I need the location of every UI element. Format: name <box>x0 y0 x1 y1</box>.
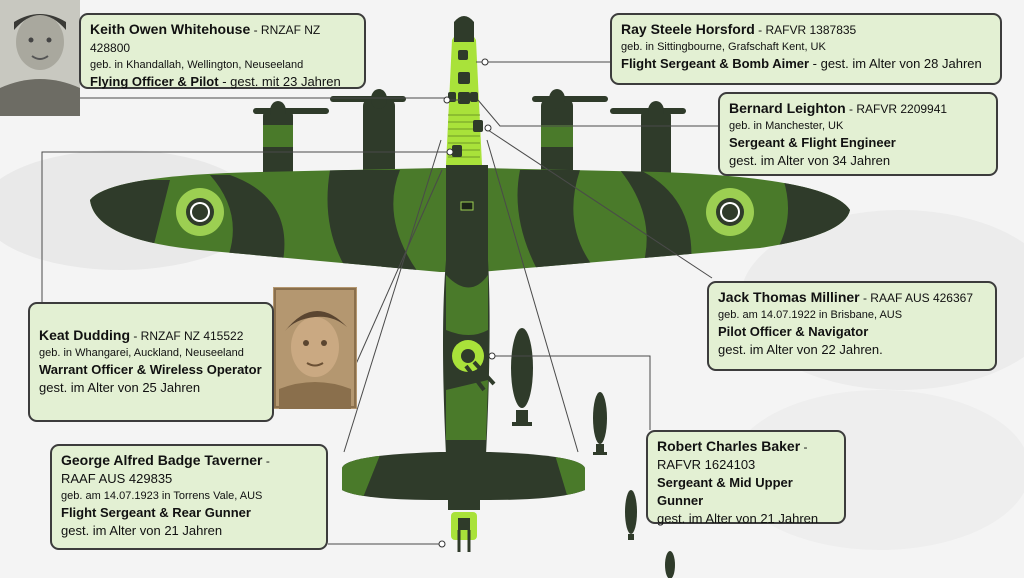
crew-service-number: - RAAF AUS 426367 <box>859 291 973 305</box>
falling-bombs <box>511 328 675 578</box>
crew-name: Keith Owen Whitehouse <box>90 21 251 37</box>
tailplane <box>342 452 585 510</box>
crew-role: Sergeant & Mid Upper Gunner <box>657 475 793 508</box>
crew-name: Robert Charles Baker <box>657 438 801 454</box>
crew-name: George Alfred Badge Taverner <box>61 452 263 468</box>
crew-card-taverner: George Alfred Badge Taverner - RAAF AUS … <box>50 444 328 550</box>
crew-service-number: - RAFVR 2209941 <box>845 102 948 116</box>
crew-card-whitehouse: Keith Owen Whitehouse - RNZAF NZ 428800 … <box>79 13 366 89</box>
rear-turret <box>451 512 477 552</box>
crew-origin: geb. in Manchester, UK <box>729 120 844 132</box>
crew-card-dudding: Keat Dudding - RNZAF NZ 415522 geb. in W… <box>28 302 274 422</box>
portrait-photo-dudding <box>273 287 357 409</box>
crew-name: Jack Thomas Milliner <box>718 289 860 305</box>
crew-origin: geb. in Whangarei, Auckland, Neuseeland <box>39 347 244 359</box>
crew-card-baker: Robert Charles Baker - RAFVR 1624103 Ser… <box>646 430 846 526</box>
crew-service-number: - RNZAF NZ 415522 <box>130 329 244 343</box>
crew-death-age: gest. im Alter von 21 Jahren <box>61 523 223 538</box>
crew-service-number: RAAF AUS 429835 <box>61 471 173 486</box>
crew-death-age: - gest. im Alter von 28 Jahren <box>809 56 982 71</box>
crew-role: Pilot Officer & Navigator <box>718 324 869 339</box>
crew-card-milliner: Jack Thomas Milliner - RAAF AUS 426367 g… <box>707 281 997 371</box>
crew-origin: geb. in Sittingbourne, Grafschaft Kent, … <box>621 41 826 53</box>
crew-role: Warrant Officer & Wireless Operator <box>39 362 262 377</box>
crew-death-age: gest. im Alter von 34 Jahren <box>729 153 891 168</box>
crew-role: Sergeant & Flight Engineer <box>729 135 896 150</box>
crew-role: Flight Sergeant & Rear Gunner <box>61 505 251 520</box>
mid-upper-turret <box>452 340 496 392</box>
crew-name: Keat Dudding <box>39 327 130 343</box>
portrait-photo-whitehouse <box>0 0 80 116</box>
crew-role: Flying Officer & Pilot <box>90 74 219 89</box>
crew-origin: geb. in Khandallah, Wellington, Neuseela… <box>90 59 304 71</box>
crew-death-age: gest. im Alter von 21 Jahren <box>657 511 819 526</box>
crew-name: Ray Steele Horsford <box>621 21 755 37</box>
crew-role: Flight Sergeant & Bomb Aimer <box>621 56 810 71</box>
crew-card-horsford: Ray Steele Horsford - RAFVR 1387835 geb.… <box>610 13 1002 85</box>
crew-death-age: gest. im Alter von 25 Jahren <box>39 380 201 395</box>
crew-card-leighton: Bernard Leighton - RAFVR 2209941 geb. in… <box>718 92 998 176</box>
crew-death-age: - gest. mit 23 Jahren <box>218 74 341 89</box>
crew-unit-dash: - <box>800 440 808 454</box>
connector-dots <box>438 58 496 548</box>
engines <box>253 89 686 180</box>
crew-service-number: - RNZAF NZ 428800 <box>90 23 321 55</box>
crew-name: Bernard Leighton <box>729 100 846 116</box>
crew-service-number: RAFVR 1624103 <box>657 457 756 472</box>
crew-death-age: gest. im Alter von 22 Jahren. <box>718 342 883 357</box>
fuselage <box>443 165 490 455</box>
crew-section-highlight <box>446 16 483 165</box>
crew-origin: geb. am 14.07.1922 in Brisbane, AUS <box>718 309 903 321</box>
connector-lines <box>41 61 718 545</box>
crew-unit-dash: - <box>262 454 270 468</box>
crew-origin: geb. am 14.07.1923 in Torrens Vale, AUS <box>61 490 263 502</box>
crew-service-number: - RAFVR 1387835 <box>754 23 857 37</box>
